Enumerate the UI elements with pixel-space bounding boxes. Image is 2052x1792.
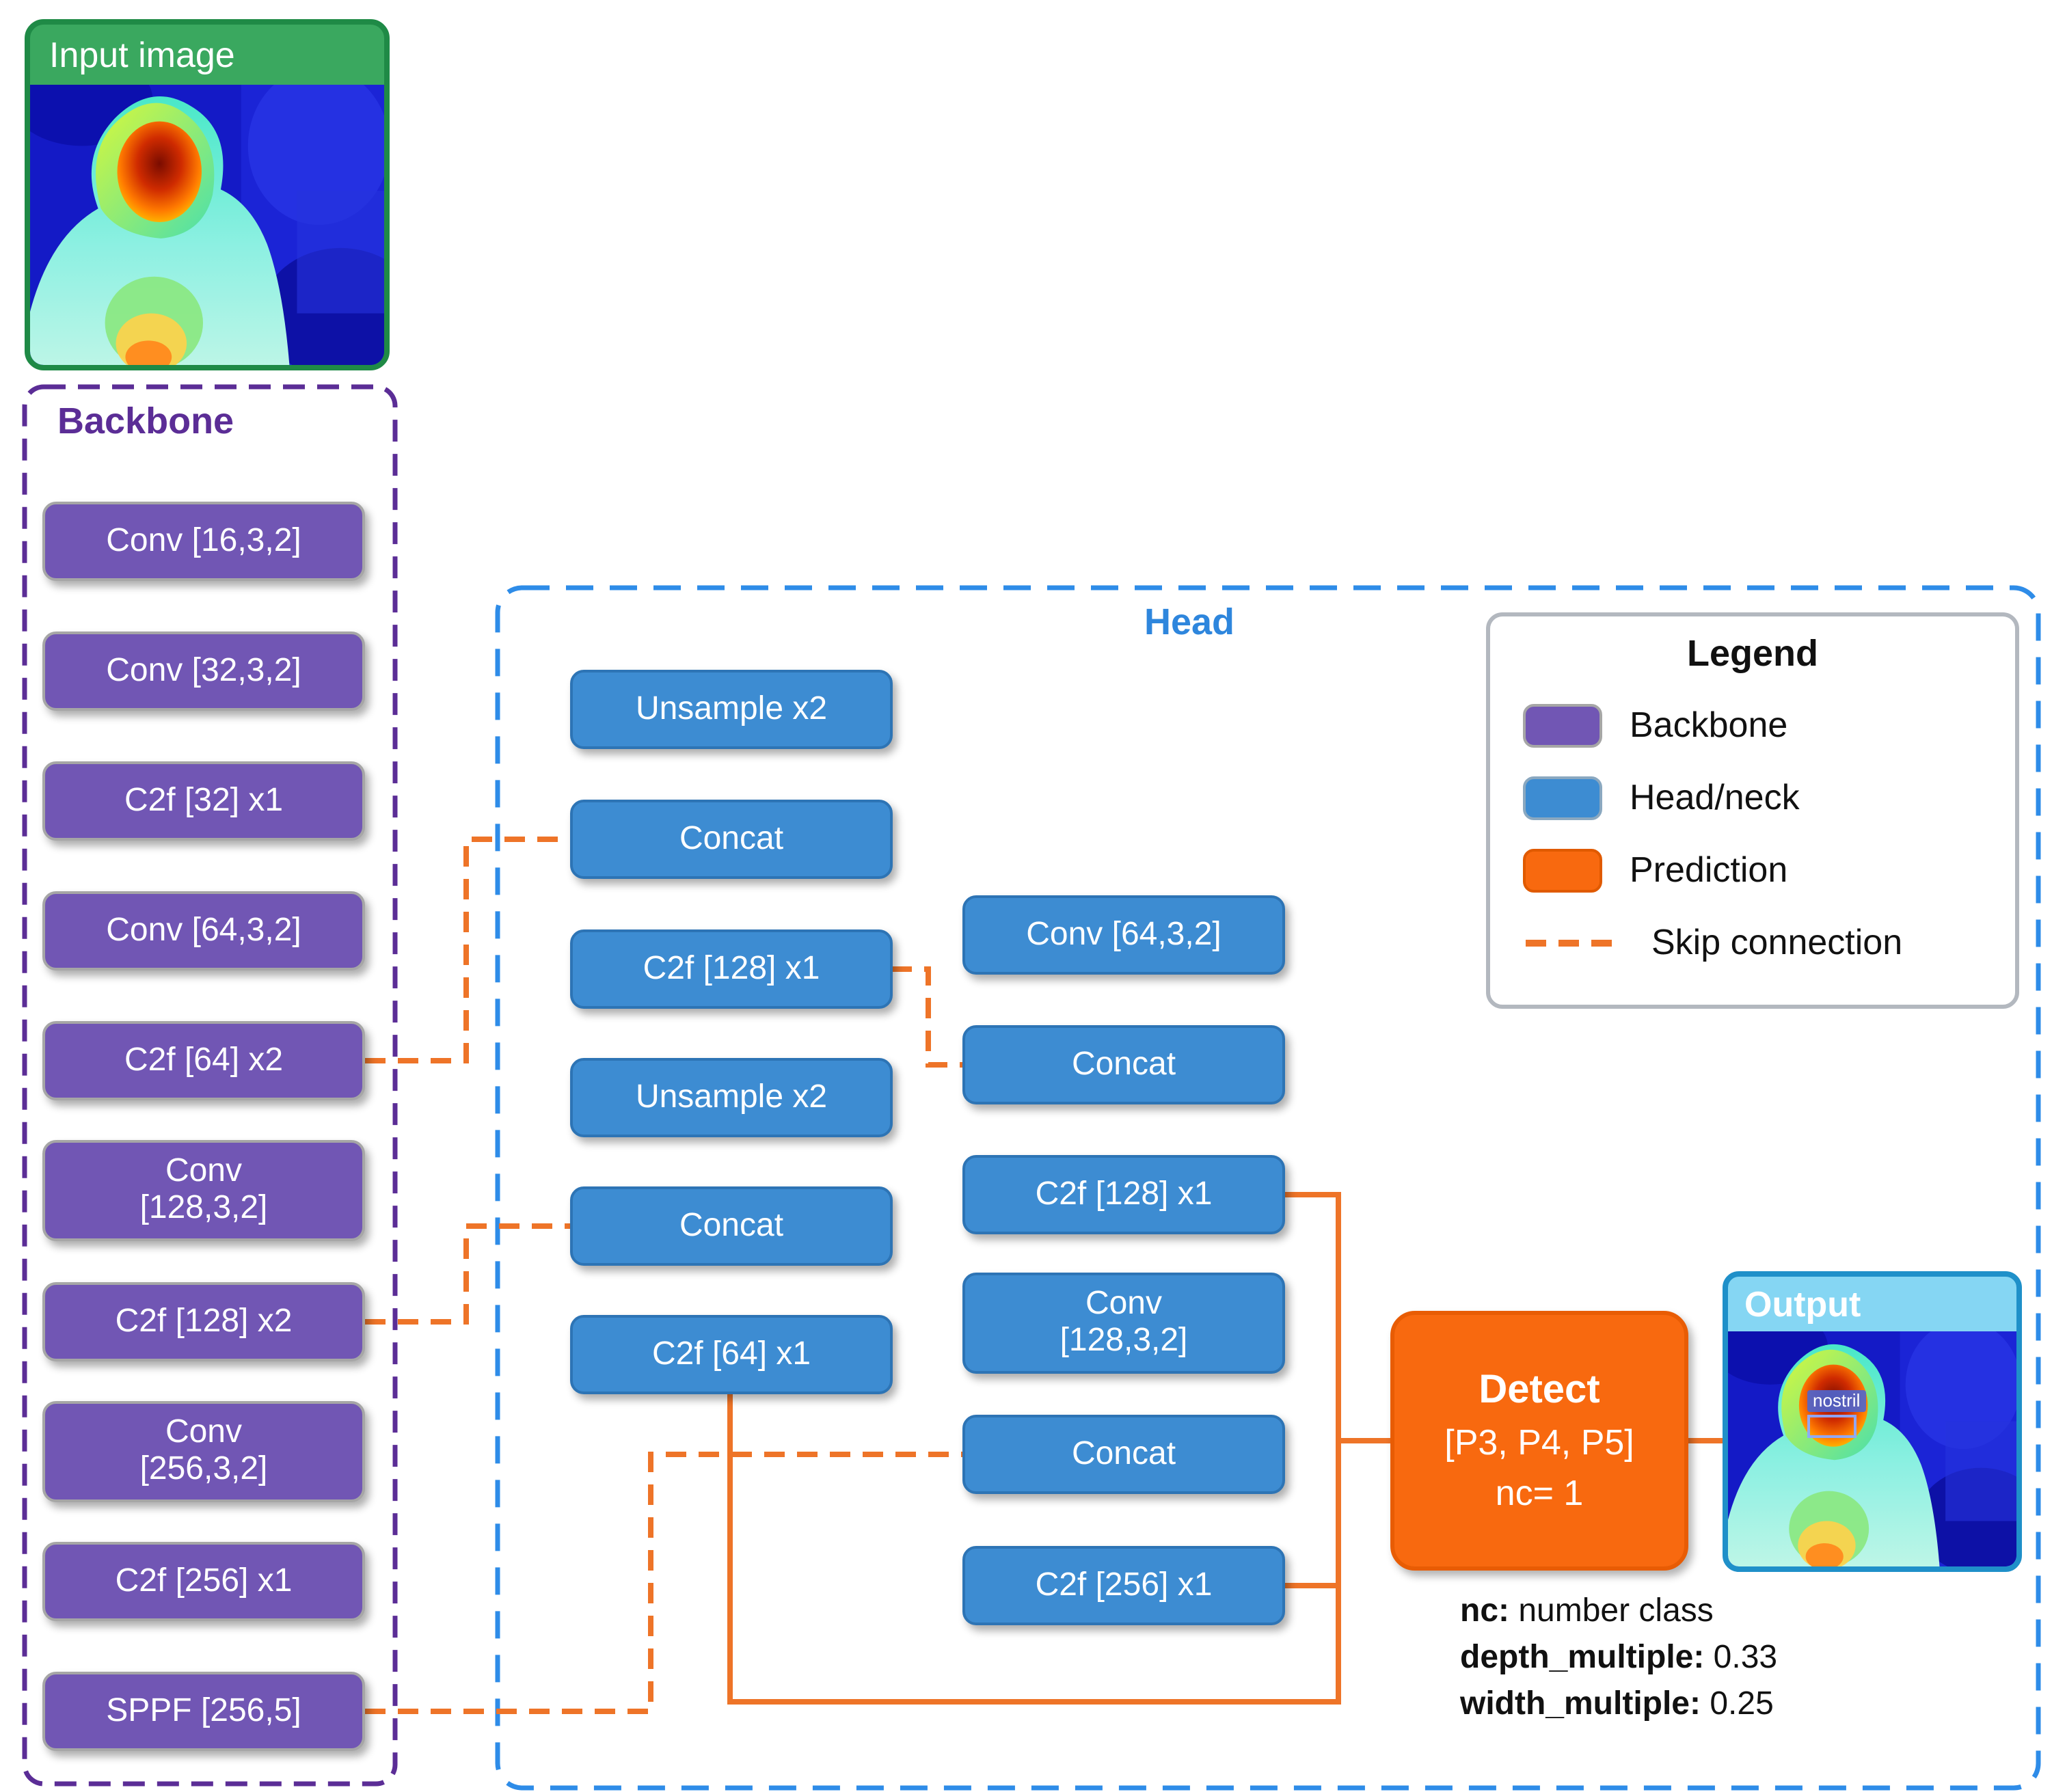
head-block-concat-4: Concat — [962, 1415, 1285, 1494]
backbone-block-conv64: Conv [64,3,2] — [42, 891, 365, 970]
hyperparameter-notes: nc: number class depth_multiple: 0.33 wi… — [1460, 1588, 1777, 1728]
head-block-c2f128-2: C2f [128] x1 — [962, 1155, 1285, 1234]
backbone-block-conv128: Conv [128,3,2] — [42, 1140, 365, 1241]
head-block-concat-2: Concat — [570, 1186, 893, 1266]
backbone-block-conv256: Conv [256,3,2] — [42, 1401, 365, 1502]
legend-item-skip: Skip connection — [1523, 906, 1982, 979]
head-neck-swatch — [1523, 776, 1602, 819]
note-depth-multiple: depth_multiple: 0.33 — [1460, 1635, 1777, 1681]
legend-label: Head/neck — [1630, 776, 1800, 817]
legend-label: Skip connection — [1651, 921, 1903, 962]
legend-box: Legend Backbone Head/neck Prediction Ski… — [1486, 612, 2019, 1009]
detection-rect — [1807, 1415, 1857, 1438]
legend-label: Prediction — [1630, 849, 1788, 890]
backbone-section-title: Backbone — [57, 401, 234, 442]
detect-scales: [P3, P4, P5] — [1444, 1421, 1634, 1462]
legend-item-prediction: Prediction — [1523, 834, 1982, 906]
head-section-title: Head — [1144, 601, 1235, 642]
note-term: nc: — [1460, 1592, 1509, 1629]
note-width-multiple: width_multiple: 0.25 — [1460, 1681, 1777, 1728]
note-desc: 0.33 — [1704, 1639, 1778, 1676]
prediction-swatch — [1523, 848, 1602, 892]
detect-block: Detect [P3, P4, P5] nc= 1 — [1390, 1311, 1688, 1571]
input-thermal-image — [30, 85, 384, 365]
backbone-block-conv32: Conv [32,3,2] — [42, 632, 365, 711]
note-desc: 0.25 — [1701, 1685, 1774, 1722]
detection-label: nostril — [1807, 1390, 1866, 1412]
head-block-conv64: Conv [64,3,2] — [962, 895, 1285, 975]
backbone-block-c2f32: C2f [32] x1 — [42, 761, 365, 841]
detect-title: Detect — [1479, 1368, 1600, 1411]
skip-connection-c2f128head-to-concat — [891, 966, 962, 1068]
head-block-upsample-1: Unsample x2 — [570, 670, 893, 749]
thermal-image — [30, 85, 384, 365]
head-block-upsample-2: Unsample x2 — [570, 1058, 893, 1137]
output-thermal-image: nostril — [1728, 1331, 2016, 1566]
legend-title: Legend — [1686, 633, 1818, 674]
skip-connection-c2f128-to-concat — [365, 1223, 570, 1325]
input-image-card: Input image — [25, 19, 390, 370]
thermal-image — [1728, 1331, 2016, 1566]
head-block-conv128: Conv [128,3,2] — [962, 1273, 1285, 1374]
skip-connection-sppf-to-concat — [365, 1452, 962, 1714]
skip-connection-sample — [1526, 939, 1621, 946]
head-block-concat-3: Concat — [962, 1025, 1285, 1104]
legend-item-backbone: Backbone — [1523, 689, 1982, 761]
output-title: Output — [1744, 1283, 1861, 1324]
note-desc: number class — [1509, 1592, 1714, 1629]
backbone-block-c2f128: C2f [128] x2 — [42, 1282, 365, 1361]
backbone-block-conv16: Conv [16,3,2] — [42, 502, 365, 581]
output-card: Output nostril — [1723, 1271, 2022, 1572]
skip-connection-c2f64-to-concat — [365, 837, 570, 1063]
legend-label: Backbone — [1630, 704, 1788, 745]
backbone-swatch — [1523, 703, 1602, 747]
note-term: depth_multiple: — [1460, 1639, 1705, 1676]
note-nc: nc: number class — [1460, 1588, 1777, 1635]
input-image-title: Input image — [49, 33, 235, 74]
backbone-block-c2f256: C2f [256] x1 — [42, 1542, 365, 1621]
backbone-block-sppf: SPPF [256,5] — [42, 1672, 365, 1751]
head-block-c2f256: C2f [256] x1 — [962, 1546, 1285, 1625]
legend-item-head: Head/neck — [1523, 761, 1982, 834]
head-block-concat-1: Concat — [570, 800, 893, 879]
detection-annotation: nostril — [1807, 1389, 1866, 1438]
backbone-block-c2f64: C2f [64] x2 — [42, 1021, 365, 1100]
head-block-c2f128-1: C2f [128] x1 — [570, 929, 893, 1009]
note-term: width_multiple: — [1460, 1685, 1701, 1722]
detect-classes: nc= 1 — [1495, 1471, 1584, 1512]
head-block-c2f64: C2f [64] x1 — [570, 1315, 893, 1394]
